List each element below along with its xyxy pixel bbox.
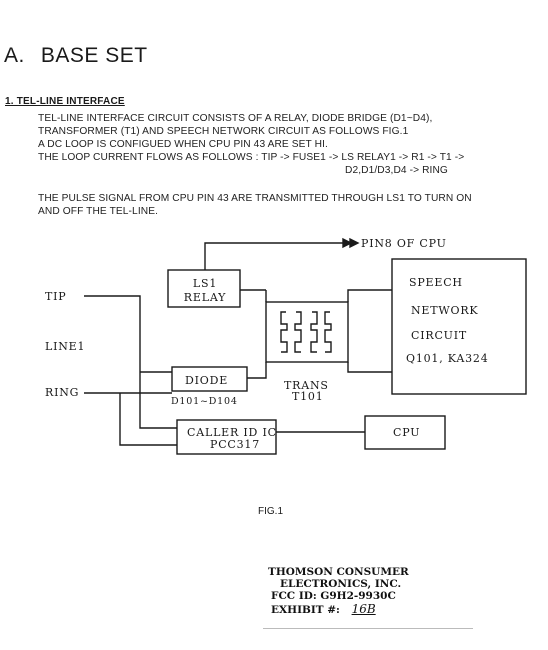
section-heading: A. BASE SET [4, 44, 148, 68]
trans-label: TRANS [284, 379, 329, 392]
paragraph-line: A DC LOOP IS CONFIGUED WHEN CPU PIN 43 A… [38, 139, 328, 150]
network-label: NETWORK [411, 304, 478, 317]
circuit-label: CIRCUIT [411, 329, 467, 342]
paragraph-line: AND OFF THE TEL-LINE. [38, 206, 159, 217]
ring-label: RING [45, 386, 79, 399]
diode-box [171, 366, 248, 392]
line1-label: LINE1 [45, 340, 85, 353]
pin8-arrow [342, 237, 353, 249]
tip-label: TIP [45, 290, 66, 303]
trans-to-speech-lower [347, 362, 392, 373]
pin8-wire [204, 242, 350, 270]
ls1-label: LS1 [193, 277, 217, 290]
stamp-divider [263, 628, 473, 629]
section-letter: A. [4, 44, 25, 67]
speech-parts-label: Q101, KA324 [406, 352, 489, 365]
section-title: BASE SET [40, 44, 148, 67]
paragraph-line: TEL-LINE INTERFACE CIRCUIT CONSISTS OF A… [38, 113, 433, 124]
ls1-relay-box [167, 269, 241, 308]
diode-parts-label: D101~D104 [171, 396, 238, 407]
ring-to-caller [119, 393, 177, 446]
company-line: THOMSON CONSUMER [268, 566, 409, 578]
diode-label: DIODE [185, 374, 228, 387]
caller-id-part-label: PCC317 [210, 438, 260, 451]
speech-label: SPEECH [409, 276, 463, 289]
exhibit-line: EXHIBIT #: 16B [271, 603, 384, 616]
paragraph-line: D2,D1/D3,D4 -> RING [345, 165, 448, 176]
company-line-2: ELECTRONICS, INC. [280, 578, 402, 590]
tip-wire [84, 295, 177, 429]
paragraph-line: THE PULSE SIGNAL FROM CPU PIN 43 ARE TRA… [38, 193, 472, 204]
exhibit-label: EXHIBIT #: [271, 604, 340, 616]
caller-id-label: CALLER ID IC [187, 426, 277, 439]
trans-to-speech [347, 289, 392, 302]
speech-network-box [391, 258, 527, 395]
subsection-heading: 1. TEL-LINE INTERFACE [5, 96, 125, 107]
paragraph-line: TRANSFORMER (T1) AND SPEECH NETWORK CIRC… [38, 126, 409, 137]
exhibit-number: 16B [351, 602, 376, 616]
fcc-id: FCC ID: G9H2-9930C [271, 590, 396, 602]
transformer-symbol [265, 301, 349, 363]
trans-part-label: T101 [292, 390, 324, 403]
relay-label: RELAY [184, 291, 226, 304]
diode-to-trans [247, 362, 267, 379]
paragraph-line: THE LOOP CURRENT FLOWS AS FOLLOWS : TIP … [38, 152, 465, 163]
caller-id-box [176, 419, 277, 455]
pin8-label: PIN8 OF CPU [361, 237, 447, 250]
cpu-label: CPU [393, 426, 420, 439]
figure-caption: FIG.1 [258, 506, 284, 517]
